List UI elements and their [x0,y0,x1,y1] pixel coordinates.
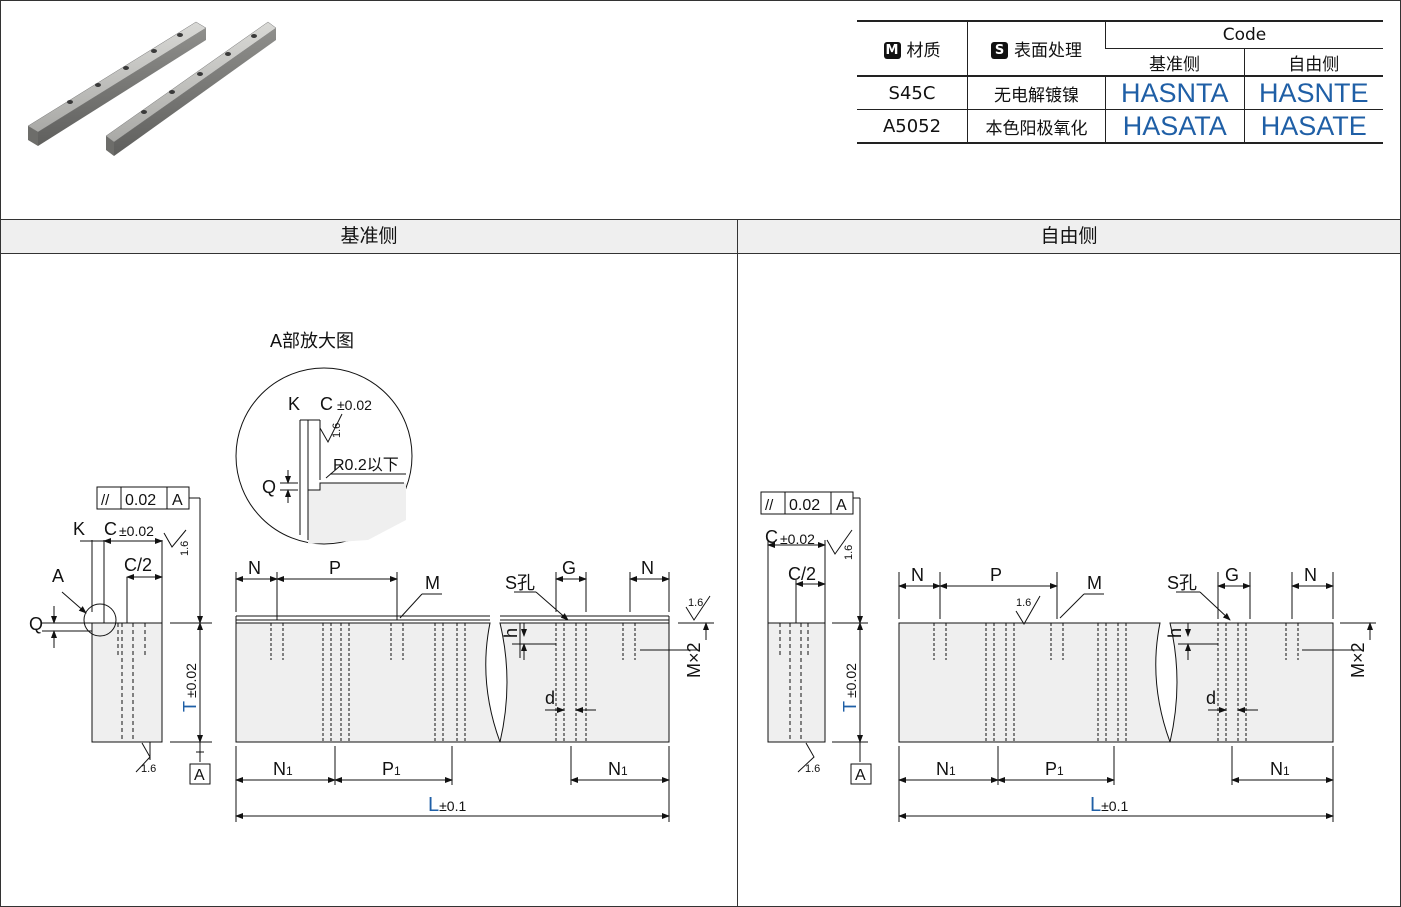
n1-label-right-free: N1 [1270,759,1290,779]
free-code-cell: HASATE [1243,109,1383,144]
h-label-free: h [1165,628,1185,638]
g-label-free: G [1225,565,1239,585]
parallel-icon: // [101,492,110,509]
flatness-frame: // 0.02 A [96,486,190,510]
ref-end-profile [42,497,212,773]
detail-q-label: Q [262,477,276,497]
free-length-view [898,572,1376,822]
free-end-profile [767,497,868,773]
ref-side-header: 基准侧 [1105,48,1244,77]
detail-c-label: C [320,394,333,414]
ref-code-cell: HASNTA [1105,76,1244,110]
n-label-right-free: N [1304,565,1317,585]
n1-label-right: N1 [608,759,628,779]
free-side-labels: // 0.02 A C ±0.02 1.6 C/2 T ±0.02 1.6 A … [760,491,1368,816]
free-side-header: 自由侧 [1243,48,1383,77]
roughness-top: 1.6 [179,541,191,556]
roughness-mid-free: 1.6 [1016,597,1031,609]
table-row: S45C 无电解镀镍 HASNTA HASNTE [857,76,1383,110]
s-hole-label: S孔 [505,573,535,593]
surface-cell: 无电解镀镍 [967,76,1106,110]
flatness-datum-free: A [836,497,847,514]
surface-cell: 本色阳极氧化 [967,109,1106,144]
ref-length-view [235,572,714,822]
mx2-label: M×2 [684,642,704,678]
detail-k-label: K [288,394,300,414]
g-label: G [562,558,576,578]
rail-front [27,21,207,146]
flatness-frame-free: // 0.02 A [760,491,854,515]
p-label: P [329,558,341,578]
free-side-drawing [767,497,1376,822]
detail-roughness: 1.6 [331,423,343,438]
material-cell: A5052 [857,109,968,144]
m-label-free: M [1087,573,1102,593]
section-divider [737,219,738,907]
l-label-free: L±0.1 [1090,794,1128,816]
material-badge-icon: M [883,42,901,59]
datum-a-box-free: A [855,767,866,784]
t-label-free: T [840,701,860,712]
s-hole-label-free: S孔 [1167,573,1197,593]
detail-title: A部放大图 [270,331,354,351]
ref-code-cell: HASATA [1105,109,1244,144]
d-label: d [545,688,555,708]
p1-label: P1 [382,759,401,779]
datum-a-box: A [194,767,205,784]
surface-badge-icon: S [991,42,1008,59]
detail-radius: R0.2以下 [333,457,399,474]
mx2-label-free: M×2 [1348,642,1368,678]
code-header: Code [1105,20,1383,49]
t-tol: ±0.02 [183,663,199,698]
free-code-cell: HASNTE [1243,76,1383,110]
c-tol: ±0.02 [119,523,154,539]
t-tol-free: ±0.02 [843,663,859,698]
material-cell: S45C [857,76,968,110]
roughness-side: 1.6 [688,597,703,609]
roughness-top-free: 1.6 [843,545,855,560]
table-row: A5052 本色阳极氧化 HASATA HASATE [857,109,1383,144]
q-label: Q [29,614,43,634]
c-label: C [104,519,117,539]
n1-label-free: N1 [936,759,956,779]
p-label-free: P [990,565,1002,585]
roughness-bottom-free: 1.6 [805,763,820,775]
l-label: L±0.1 [428,794,466,816]
detail-a-view [235,367,413,545]
detail-c-tol: ±0.02 [337,397,372,413]
c-half-label: C/2 [124,555,152,575]
n-label-right: N [641,558,654,578]
parallel-icon: // [765,497,774,514]
c-half-label-free: C/2 [788,564,816,584]
m-label: M [425,573,440,593]
c-tol-free: ±0.02 [780,531,815,547]
n-label: N [248,558,261,578]
roughness-bottom: 1.6 [141,763,156,775]
t-label: T [180,701,200,712]
a-label: A [52,566,64,586]
product-photo [27,21,277,156]
section-header-free-side: 自由侧 [738,219,1400,254]
d-label-free: d [1206,688,1216,708]
flatness-value-free: 0.02 [789,497,820,514]
p1-label-free: P1 [1045,759,1064,779]
k-label: K [73,519,85,539]
flatness-datum: A [172,492,183,509]
section-header-reference-side: 基准侧 [1,219,737,254]
rail-back [105,21,277,156]
rail-holes [67,33,257,114]
h-label: h [501,628,521,638]
flatness-value: 0.02 [125,492,156,509]
n1-label: N1 [273,759,293,779]
ref-side-labels: A部放大图 K C ±0.02 1.6 R0.2以下 Q // 0.02 A K… [29,331,704,816]
ref-side-drawing [42,367,714,822]
n-label-free: N [911,565,924,585]
c-label-free: C [765,527,778,547]
